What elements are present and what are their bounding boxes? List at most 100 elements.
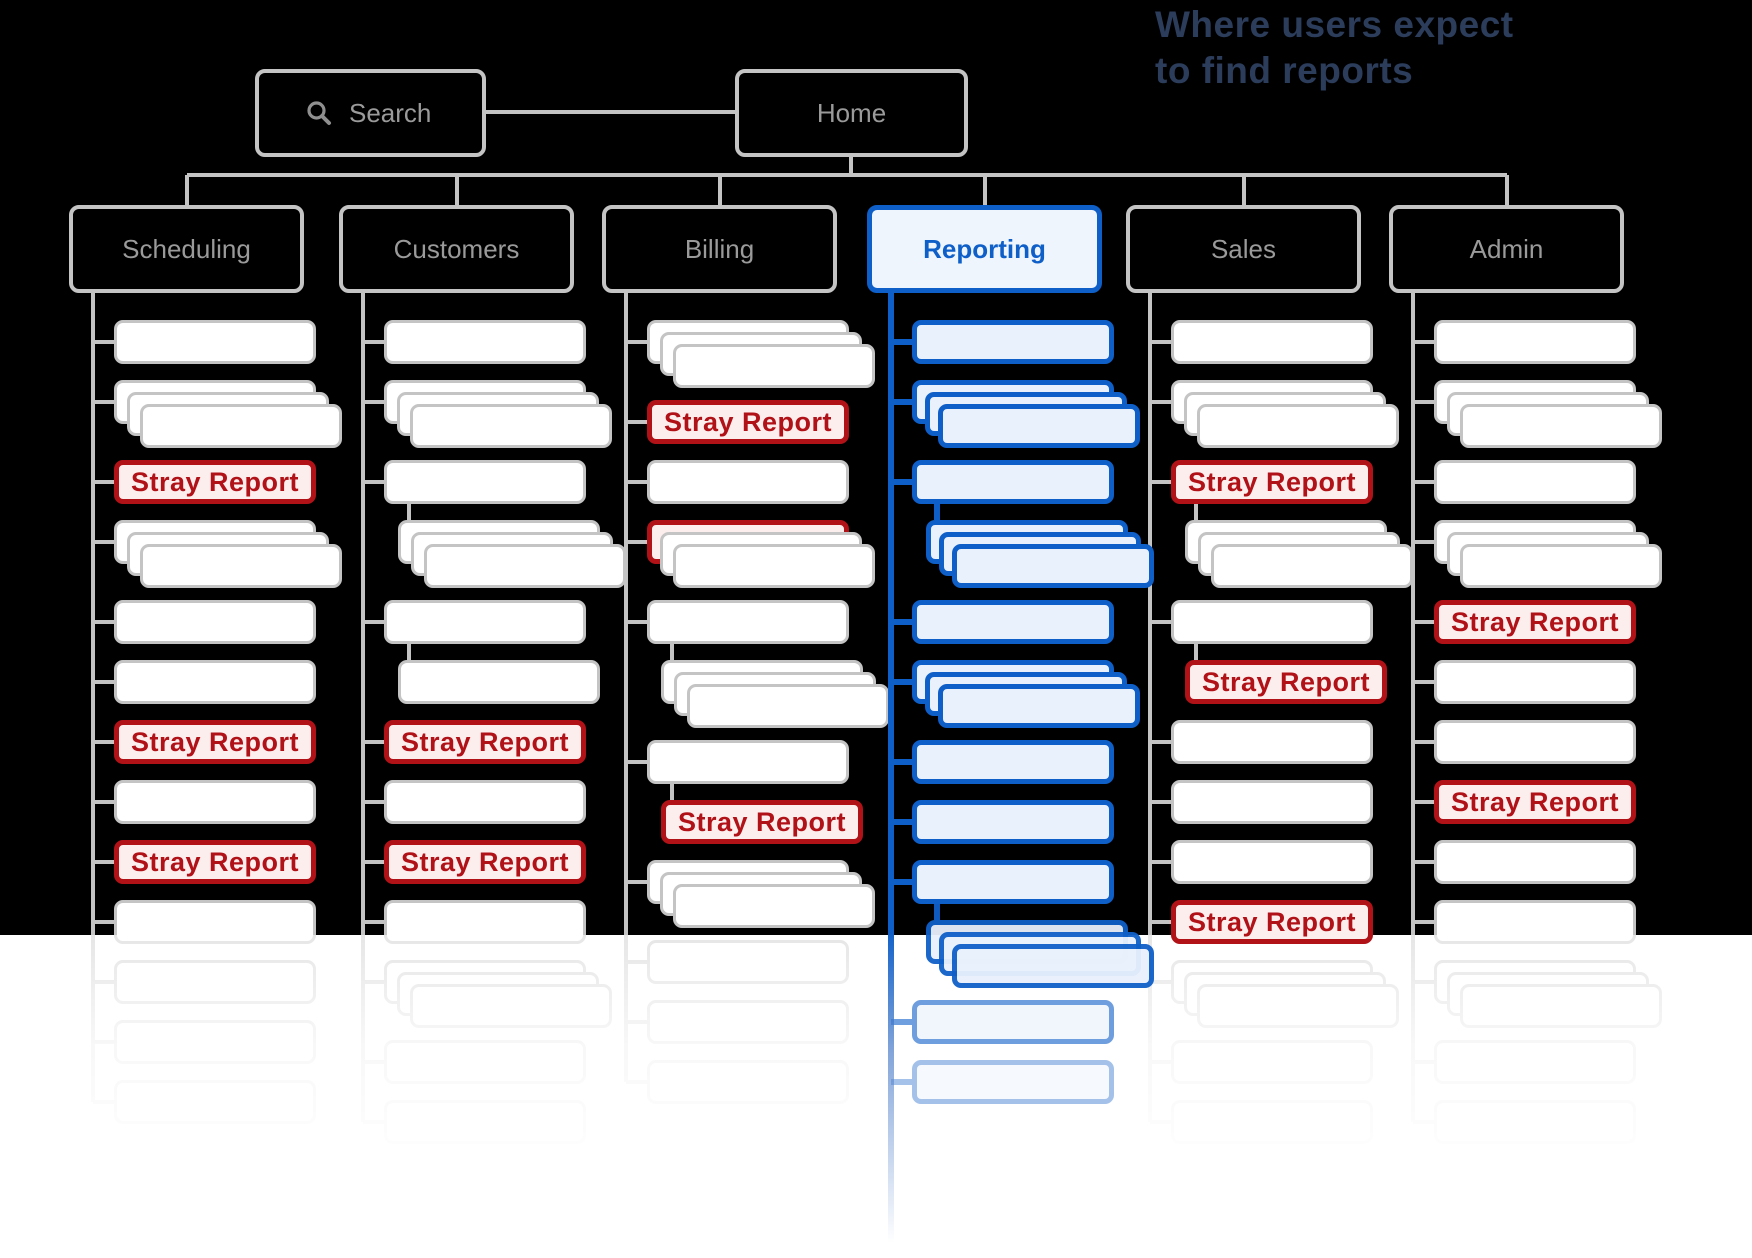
stray-report-box: Stray Report xyxy=(114,460,316,504)
page-box xyxy=(384,600,586,644)
page-stack xyxy=(410,404,612,448)
connector-line xyxy=(93,860,114,864)
page-box xyxy=(647,740,849,784)
reporting-page-stack xyxy=(952,544,1154,588)
stray-report-box: Stray Report xyxy=(647,400,849,444)
connector-line xyxy=(1413,860,1434,864)
reporting-page-box xyxy=(912,460,1114,504)
connector-line xyxy=(363,620,384,624)
connector-line xyxy=(1413,480,1434,484)
connector-line xyxy=(1150,800,1171,804)
connector-line xyxy=(363,400,384,404)
trunk-line-sales xyxy=(1148,293,1152,1122)
stray-report-box: Stray Report xyxy=(1434,780,1636,824)
connector-line xyxy=(1194,644,1198,660)
connector-line xyxy=(93,340,114,344)
page-stack xyxy=(687,684,889,728)
home-node: Home xyxy=(735,69,968,157)
connector-line xyxy=(93,800,114,804)
page-box xyxy=(1434,720,1636,764)
page-box xyxy=(114,600,316,644)
trunk-line-billing xyxy=(624,293,628,1082)
connector-line xyxy=(891,679,912,685)
page-stack xyxy=(673,544,875,588)
page-box xyxy=(384,460,586,504)
connector-line xyxy=(626,620,647,624)
connector-line xyxy=(670,644,674,660)
connector-line xyxy=(891,479,912,485)
connector-line xyxy=(670,784,674,800)
connector-line xyxy=(891,399,912,405)
page-box xyxy=(384,320,586,364)
page-box xyxy=(1171,600,1373,644)
connector-line xyxy=(407,644,411,660)
connector-line xyxy=(93,480,114,484)
connector-line xyxy=(454,175,459,205)
connector-line xyxy=(626,880,647,884)
connector-line xyxy=(1413,540,1434,544)
connector-line xyxy=(363,480,384,484)
connector-line xyxy=(891,759,912,765)
connector-line xyxy=(849,157,853,175)
stray-report-box: Stray Report xyxy=(1171,460,1373,504)
trunk-line-scheduling xyxy=(91,293,95,1102)
page-stack xyxy=(140,404,342,448)
page-stack xyxy=(1211,544,1413,588)
connector-line xyxy=(363,800,384,804)
column-header-sales: Sales xyxy=(1126,205,1361,293)
connector-line xyxy=(626,420,647,424)
connector-line xyxy=(717,175,722,205)
reporting-page-box xyxy=(912,1000,1114,1044)
connector-line xyxy=(626,760,647,764)
page-box xyxy=(1171,320,1373,364)
page-box xyxy=(1434,660,1636,704)
stray-report-box: Stray Report xyxy=(384,840,586,884)
column-header-scheduling: Scheduling xyxy=(69,205,304,293)
connector-line xyxy=(891,1019,912,1025)
connector-line xyxy=(486,110,735,114)
connector-line xyxy=(1150,340,1171,344)
connector-line xyxy=(1194,504,1198,520)
column-header-reporting: Reporting xyxy=(867,205,1102,293)
title-line-2: to find reports xyxy=(1155,50,1414,91)
search-icon xyxy=(305,99,333,127)
stray-report-box: Stray Report xyxy=(1185,660,1387,704)
trunk-line-customers xyxy=(361,293,365,1122)
connector-line xyxy=(93,400,114,404)
column-header-billing: Billing xyxy=(602,205,837,293)
connector-line xyxy=(1413,800,1434,804)
page-stack xyxy=(140,544,342,588)
title-line-1: Where users expect xyxy=(1155,4,1514,45)
connector-line xyxy=(93,540,114,544)
connector-line xyxy=(363,340,384,344)
fade-overlay xyxy=(0,935,1752,1258)
connector-line xyxy=(1413,620,1434,624)
connector-line xyxy=(891,879,912,885)
page-box xyxy=(114,320,316,364)
page-stack xyxy=(673,344,875,388)
connector-line xyxy=(626,340,647,344)
page-box xyxy=(1171,840,1373,884)
stray-report-box: Stray Report xyxy=(1171,900,1373,944)
page-stack xyxy=(1460,544,1662,588)
connector-line xyxy=(1150,620,1171,624)
connector-line xyxy=(93,920,114,924)
connector-line xyxy=(363,740,384,744)
page-stack xyxy=(1460,404,1662,448)
connector-line xyxy=(93,680,114,684)
reporting-page-box xyxy=(912,740,1114,784)
connector-line xyxy=(891,619,912,625)
connector-line xyxy=(1241,175,1246,205)
reporting-page-stack xyxy=(938,684,1140,728)
page-stack xyxy=(673,884,875,928)
page-stack xyxy=(1197,404,1399,448)
reporting-page-box xyxy=(912,800,1114,844)
connector-line xyxy=(891,819,912,825)
page-box xyxy=(647,600,849,644)
connector-line xyxy=(1413,340,1434,344)
search-node: Search xyxy=(255,69,486,157)
reporting-page-box xyxy=(912,1060,1114,1104)
connector-line xyxy=(1150,860,1171,864)
connector-line xyxy=(186,173,1507,177)
page-box xyxy=(1171,780,1373,824)
